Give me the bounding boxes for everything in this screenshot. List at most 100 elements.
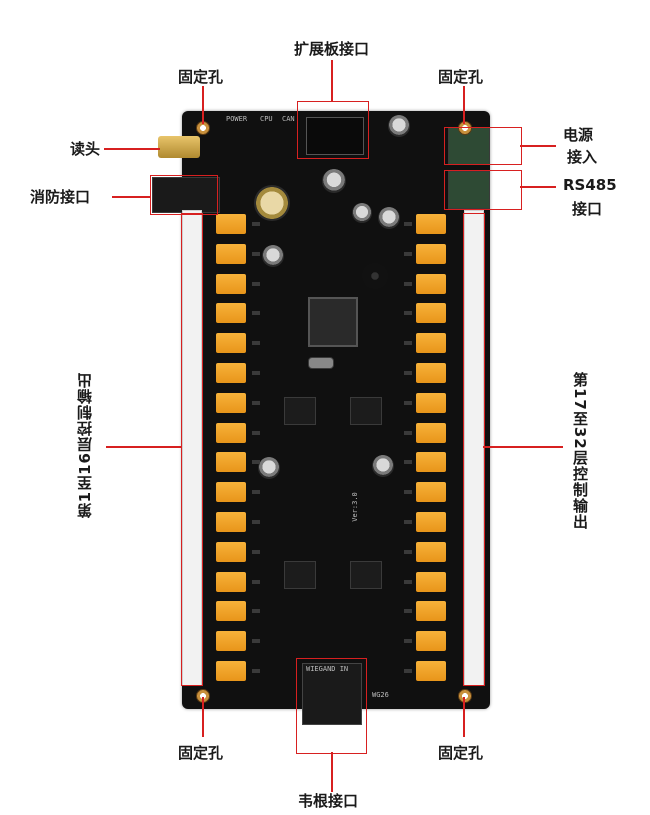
relay-27 — [416, 512, 446, 532]
relay-led — [252, 311, 260, 316]
relay-led — [252, 669, 260, 673]
relay-led — [404, 669, 412, 673]
silk-can: CAN — [282, 115, 295, 123]
leader-line — [331, 752, 333, 792]
expansion-port-box — [297, 101, 369, 159]
capacitor — [388, 115, 410, 137]
relay-led — [404, 579, 412, 584]
relay-7 — [216, 392, 246, 413]
relay-led — [252, 251, 260, 256]
label-rs485-1: RS485 — [563, 176, 617, 194]
relay-led — [404, 311, 412, 316]
label-fire-port: 消防接口 — [30, 188, 91, 206]
relay-6 — [216, 363, 246, 383]
relay-led — [404, 460, 412, 465]
leader-line — [463, 697, 465, 737]
rs485-terminal — [448, 171, 490, 209]
relay-30 — [416, 601, 446, 622]
capacitor — [262, 245, 284, 267]
relay-15 — [216, 631, 246, 652]
leader-line — [202, 86, 204, 124]
rs485-box — [444, 170, 522, 210]
relay-24 — [416, 422, 446, 443]
driver-ic — [350, 397, 382, 425]
antenna-connector — [158, 136, 200, 158]
relay-13 — [216, 571, 246, 592]
relay-led — [252, 579, 260, 584]
leader-line — [463, 86, 465, 124]
relay-led — [252, 281, 260, 286]
label-expansion-port: 扩展板接口 — [294, 40, 370, 58]
relay-12 — [216, 541, 246, 562]
label-mount-hole-tl: 固定孔 — [178, 68, 224, 86]
fire-port-box — [150, 175, 218, 215]
relay-19 — [416, 273, 446, 294]
relay-led — [404, 371, 412, 375]
wiegand-port-box — [296, 658, 367, 754]
relay-22 — [416, 363, 446, 383]
crystal — [308, 357, 334, 369]
mcu-chip — [308, 297, 358, 347]
relay-1 — [216, 214, 246, 234]
relay-led — [404, 520, 412, 524]
capacitor — [258, 457, 280, 479]
relay-26 — [416, 482, 446, 503]
leader-line — [106, 446, 181, 448]
label-power-input-2: 接入 — [567, 148, 598, 166]
relay-18 — [416, 243, 446, 264]
capacitor — [352, 203, 372, 223]
left-output-box — [181, 213, 203, 686]
leader-line — [112, 196, 150, 198]
relay-10 — [216, 482, 246, 503]
relay-led — [252, 222, 260, 226]
label-mount-hole-br: 固定孔 — [438, 744, 484, 762]
relay-23 — [416, 392, 446, 413]
relay-3 — [216, 273, 246, 294]
relay-led — [252, 549, 260, 554]
label-mount-hole-tr: 固定孔 — [438, 68, 484, 86]
power-input-box — [444, 127, 522, 165]
label-floors-17-32: 第17至32层控制输出 — [571, 372, 589, 530]
label-mount-hole-bl: 固定孔 — [178, 744, 224, 762]
relay-led — [252, 341, 260, 346]
capacitor — [378, 207, 400, 229]
relay-32 — [416, 661, 446, 681]
silk-wiegand: WIEGAND IN — [306, 665, 349, 673]
relay-led — [404, 490, 412, 495]
relay-led — [404, 222, 412, 226]
relay-led — [252, 609, 260, 614]
driver-ic — [284, 397, 316, 425]
relay-led — [252, 639, 260, 644]
relay-led — [404, 341, 412, 346]
driver-ic — [350, 561, 382, 589]
relay-led — [252, 490, 260, 495]
silk-cpu: CPU — [260, 115, 273, 123]
capacitor — [372, 455, 394, 477]
relay-led — [252, 371, 260, 375]
relay-4 — [216, 303, 246, 324]
relay-led — [252, 400, 260, 405]
relay-20 — [416, 303, 446, 324]
relay-9 — [216, 452, 246, 473]
relay-28 — [416, 541, 446, 562]
mount-hole — [458, 689, 472, 703]
expansion-header — [306, 117, 364, 155]
relay-17 — [416, 214, 446, 234]
label-power-input-1: 电源 — [563, 126, 594, 144]
buzzer — [362, 263, 388, 289]
leader-line — [520, 145, 556, 147]
mount-hole — [458, 121, 472, 135]
relay-led — [252, 520, 260, 524]
silk-power: POWER — [226, 115, 248, 123]
relay-led — [404, 430, 412, 435]
leader-line — [202, 697, 204, 737]
mount-hole — [196, 689, 210, 703]
label-reader-head: 读头 — [70, 140, 101, 158]
relay-led — [404, 400, 412, 405]
relay-31 — [416, 631, 446, 652]
relay-16 — [216, 661, 246, 681]
label-rs485-2: 接口 — [572, 200, 603, 218]
relay-led — [404, 639, 412, 644]
relay-14 — [216, 601, 246, 622]
relay-led — [404, 251, 412, 256]
